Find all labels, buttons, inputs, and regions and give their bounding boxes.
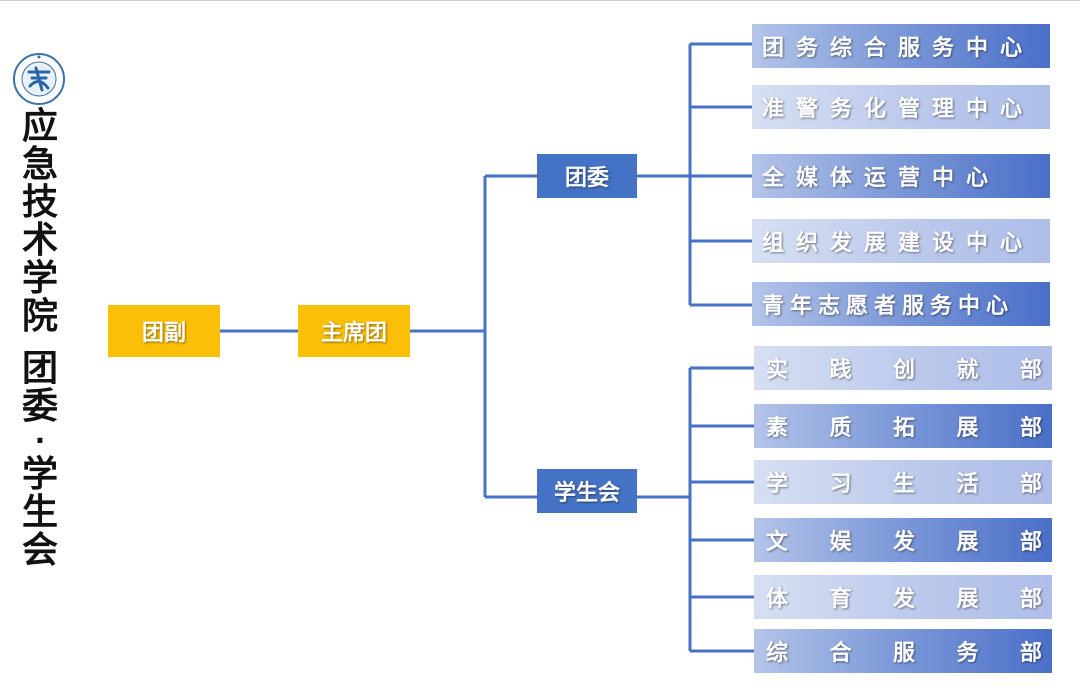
dept-char: 拓 — [892, 416, 915, 441]
node-student-union: 学生会 — [537, 469, 637, 513]
title-char: 应 — [21, 106, 58, 147]
dept-char: 发 — [892, 530, 915, 555]
dept-study-life: 学 习 生 活 部 — [754, 460, 1052, 504]
school-logo-icon — [13, 53, 65, 105]
center-media-operation: 全媒体运营中心 — [752, 154, 1050, 198]
title-char: 技 — [21, 182, 58, 223]
dept-entertainment: 文 娱 发 展 部 — [754, 518, 1052, 562]
title-char: 学 — [21, 258, 58, 299]
title-char: 院 — [21, 296, 58, 337]
dept-char: 文 — [766, 530, 789, 555]
dept-quality-expansion: 素 质 拓 展 部 — [754, 404, 1052, 448]
node-vice: 团副 — [108, 305, 220, 357]
title-char: 生 — [21, 492, 58, 533]
dept-char: 生 — [892, 472, 915, 497]
dept-char: 合 — [829, 641, 852, 666]
center-organization-development: 组织发展建设中心 — [752, 219, 1050, 263]
center-league-affairs: 团务综合服务中心 — [752, 24, 1050, 68]
vertical-title: 应 急 技 术 学 院 团 委 · 学 生 会 — [18, 108, 62, 570]
title-char: 术 — [21, 220, 58, 261]
dept-char: 践 — [829, 358, 852, 383]
title-char: 会 — [21, 530, 58, 571]
dept-char: 部 — [1019, 641, 1042, 666]
title-char: 急 — [21, 144, 58, 185]
dept-char: 展 — [956, 416, 979, 441]
dept-char: 展 — [956, 587, 979, 612]
dept-char: 部 — [1019, 587, 1042, 612]
dept-char: 体 — [766, 587, 789, 612]
title-char: 委 — [21, 386, 58, 427]
dept-char: 部 — [1019, 358, 1042, 383]
node-presidium: 主席团 — [298, 305, 410, 357]
center-volunteer-service: 青年志愿者服务中心 — [752, 282, 1050, 326]
dept-char: 实 — [766, 358, 789, 383]
dept-char: 部 — [1019, 416, 1042, 441]
dept-char: 部 — [1019, 530, 1042, 555]
dept-char: 发 — [892, 587, 915, 612]
dept-char: 务 — [956, 641, 979, 666]
dept-char: 就 — [956, 358, 979, 383]
dept-char: 服 — [892, 641, 915, 666]
dept-char: 活 — [956, 472, 979, 497]
dept-char: 育 — [829, 587, 852, 612]
dept-char: 质 — [829, 416, 852, 441]
dept-char: 素 — [766, 416, 789, 441]
dept-char: 部 — [1019, 472, 1042, 497]
title-char: 团 — [21, 348, 58, 389]
dept-general-service: 综 合 服 务 部 — [754, 629, 1052, 673]
dept-char: 娱 — [829, 530, 852, 555]
title-char: · — [34, 424, 46, 457]
dept-sports: 体 育 发 展 部 — [754, 575, 1052, 619]
top-divider — [0, 0, 1080, 1]
dept-char: 学 — [766, 472, 789, 497]
dept-practice-career: 实 践 创 就 部 — [754, 346, 1052, 390]
dept-char: 习 — [829, 472, 852, 497]
title-char: 学 — [21, 454, 58, 495]
dept-char: 展 — [956, 530, 979, 555]
node-league-committee: 团委 — [537, 154, 637, 198]
center-police-management: 准警务化管理中心 — [752, 85, 1050, 129]
dept-char: 创 — [892, 358, 915, 383]
dept-char: 综 — [766, 641, 789, 666]
